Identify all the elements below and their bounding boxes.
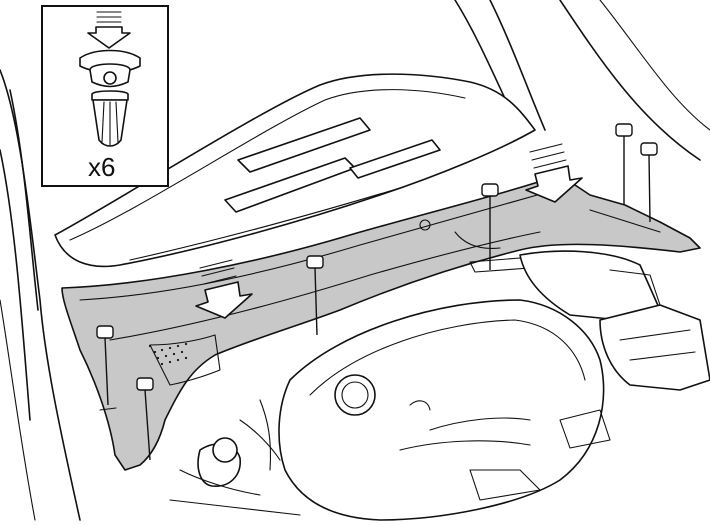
engine-bay [169,250,710,521]
down-arrow-right [525,143,583,203]
clip-fastener-6 [640,142,658,223]
clip-fastener-2 [136,377,154,461]
windscreen-frame [454,0,710,161]
vent-texture [148,342,188,366]
bonnet [54,73,536,268]
clip-fastener-1 [96,325,117,411]
clip-arrow-icon [87,11,131,49]
push-clip-icon [79,49,141,147]
left-fender [0,69,81,521]
quantity-label: x6 [88,152,115,182]
clip-fastener-3 [306,255,324,336]
clip-detail-inset: x6 [41,5,169,187]
clip-fastener-4 [481,183,499,270]
clip-fastener-5 [615,123,633,205]
down-arrow-left [195,259,253,319]
